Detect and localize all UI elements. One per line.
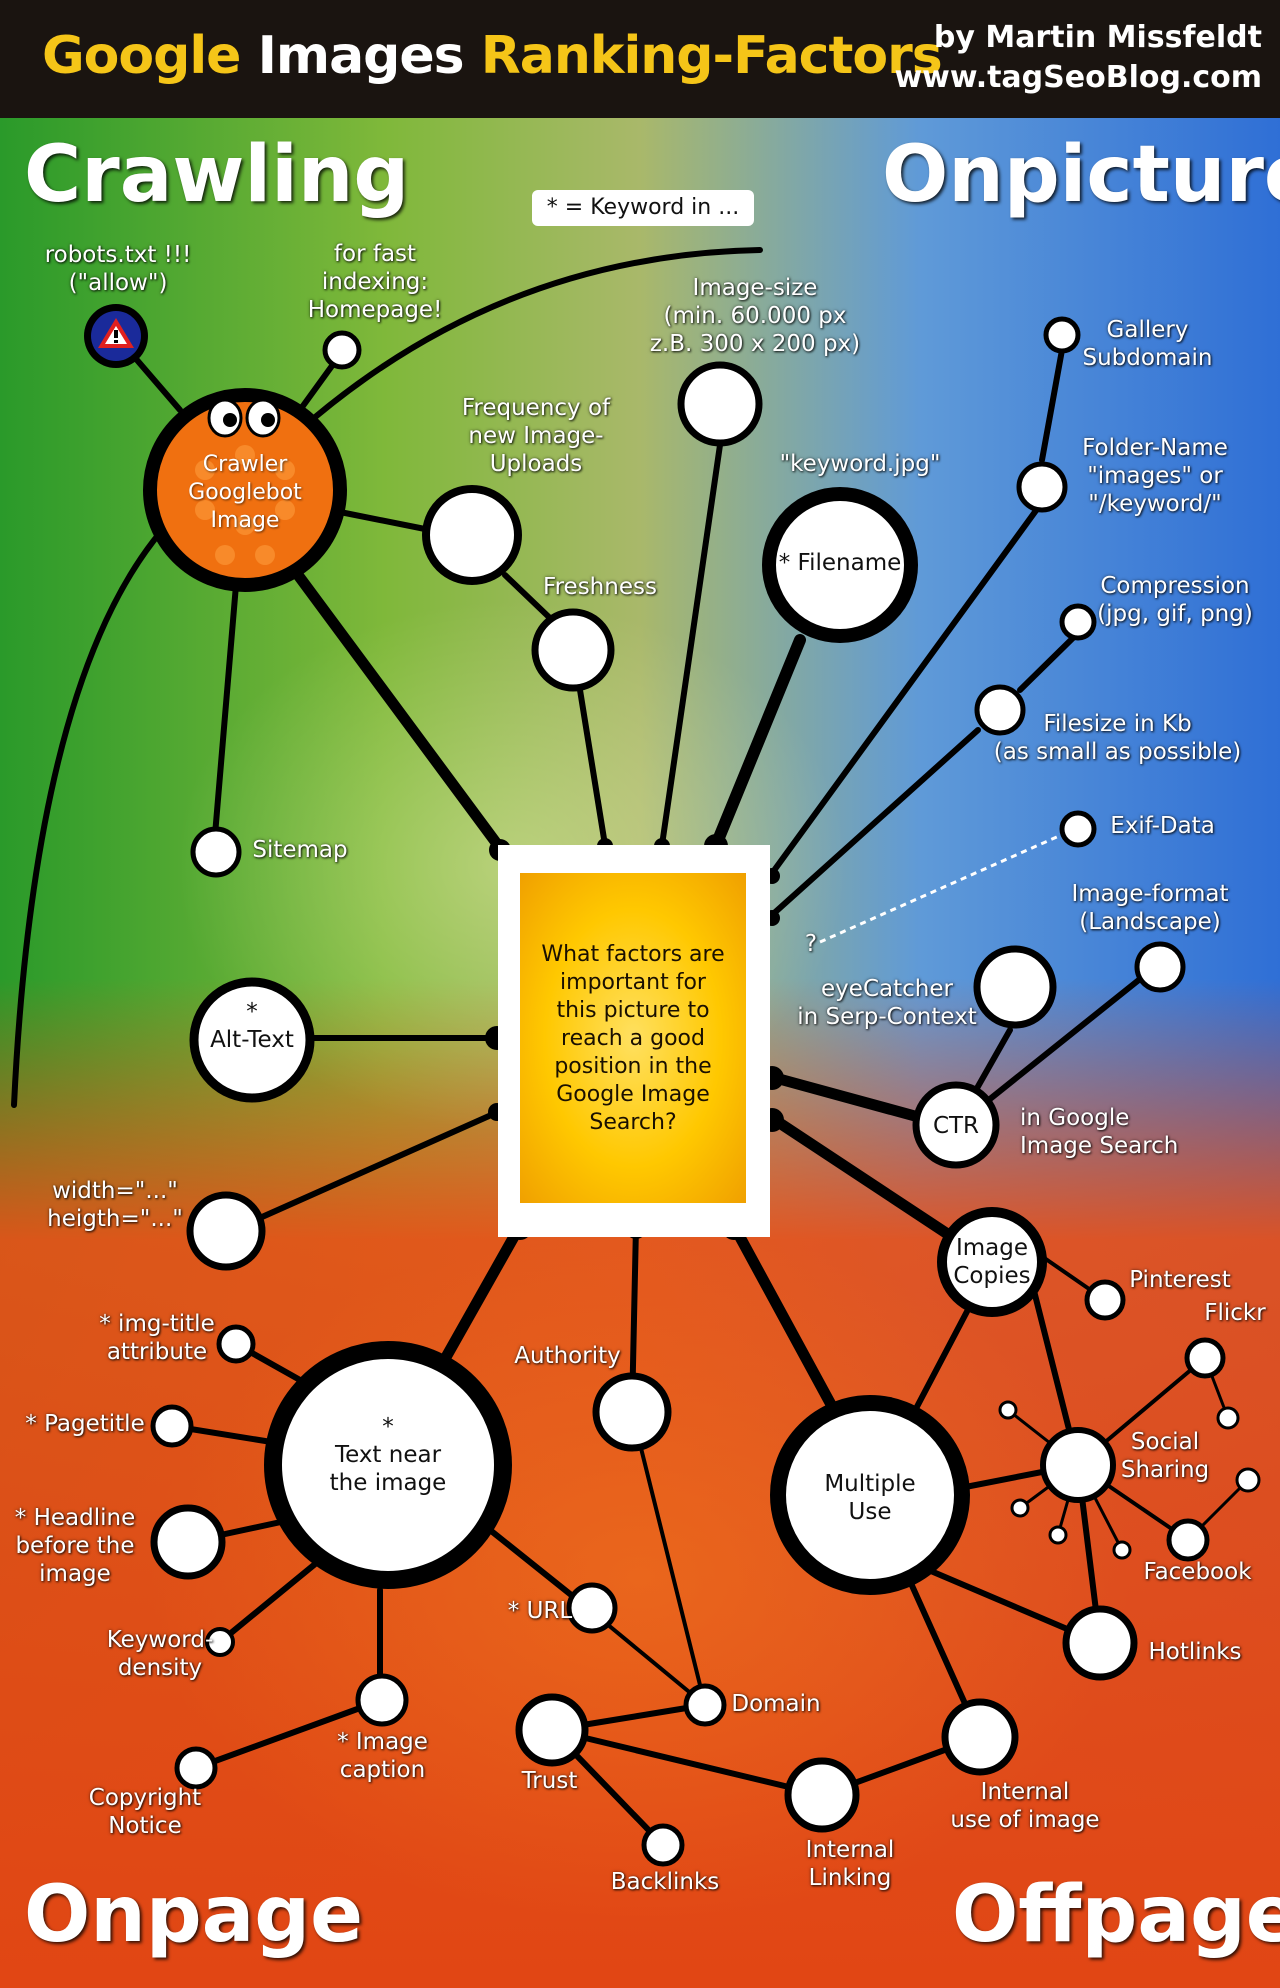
label-img-title: * img-title attribute	[99, 1311, 215, 1365]
filename-text: * Filename	[778, 550, 902, 576]
multiple-use-node	[770, 1395, 970, 1595]
label-trust: Trust	[521, 1768, 578, 1794]
label-compression: Compression (jpg, gif, png)	[1097, 573, 1253, 627]
label-robots: robots.txt !!! ("allow")	[44, 242, 192, 296]
label-authority: Authority	[514, 1343, 621, 1369]
title-word-google: Google	[42, 26, 241, 86]
page-title: Google Images Ranking-Factors	[42, 26, 943, 86]
exif-dashed-link	[819, 830, 1069, 944]
label-image-format: Image-format (Landscape)	[1071, 881, 1229, 935]
crawler-label: Crawler Googlebot Image	[188, 452, 302, 533]
label-exif: Exif-Data	[1110, 813, 1215, 839]
multiple-use-text: Multiple Use	[824, 1471, 916, 1525]
label-pinterest: Pinterest	[1129, 1267, 1231, 1293]
label-image-size: Image-size (min. 60.000 px z.B. 300 x 20…	[649, 275, 861, 357]
image-copies-text: Image Copies	[953, 1235, 1031, 1289]
label-eyecatcher: eyeCatcher in Serp-Context	[797, 976, 977, 1030]
alt-text-text: * Alt-Text	[210, 999, 294, 1053]
label-url: * URL	[507, 1598, 573, 1624]
keyword-note: * = Keyword in ...	[532, 190, 754, 226]
author-credit: by Martin Missfeldt www.tagSeoBlog.com	[894, 18, 1262, 98]
label-flickr: Flickr	[1204, 1300, 1266, 1326]
label-width-height: width="..." heigth="..."	[47, 1178, 183, 1232]
label-sitemap: Sitemap	[252, 837, 348, 863]
alt-text-node	[189, 977, 315, 1103]
crawler-node	[143, 388, 347, 592]
label-upload-frequency: Frequency of new Image- Uploads	[461, 395, 611, 477]
label-copyright: Copyright Notice	[88, 1785, 202, 1839]
label-headline: * Headline before the image	[14, 1505, 136, 1587]
label-keyword-density: Keyword- density	[106, 1627, 214, 1681]
label-facebook: Facebook	[1143, 1559, 1252, 1585]
label-backlinks: Backlinks	[610, 1869, 720, 1895]
label-folder-name: Folder-Name "images" or "/keyword/"	[1082, 435, 1228, 517]
label-fast-indexing: for fast indexing: Homepage!	[307, 241, 443, 323]
ctr-node	[912, 1081, 1000, 1169]
label-keyword-jpg: "keyword.jpg"	[779, 451, 941, 477]
crawl-arc-top	[297, 247, 763, 433]
filename-node	[762, 487, 918, 643]
label-domain: Domain	[731, 1691, 821, 1717]
text-near-image-text: * Text near the image	[329, 1414, 447, 1496]
center-question: What factors are important for this pict…	[541, 942, 725, 1135]
title-word-images: Images	[257, 26, 465, 86]
title-word-ranking-factors: Ranking-Factors	[480, 26, 943, 86]
label-internal-linking: Internal Linking	[805, 1837, 895, 1891]
label-image-caption: * Image caption	[337, 1729, 428, 1783]
label-gallery-subdomain: Gallery Subdomain	[1082, 317, 1213, 371]
label-in-google-image-search: in Google Image Search	[1020, 1105, 1179, 1159]
label-social-sharing: Social Sharing	[1120, 1429, 1210, 1483]
quadrant-offpage: Offpage	[952, 1870, 1280, 1960]
text-near-image-node	[264, 1341, 512, 1589]
label-hotlinks: Hotlinks	[1148, 1639, 1242, 1665]
quadrant-onpage: Onpage	[24, 1870, 364, 1960]
label-internal-use: Internal use of image	[950, 1779, 1100, 1833]
image-copies-node	[937, 1207, 1047, 1317]
warning-triangle-icon	[84, 304, 148, 368]
center-picture	[520, 873, 746, 1203]
author-website: www.tagSeoBlog.com	[894, 60, 1262, 95]
label-pagetitle: * Pagetitle	[25, 1411, 145, 1437]
crawler-eyes-icon	[207, 398, 281, 438]
ctr-text: CTR	[932, 1113, 980, 1139]
exif-question-mark: ?	[804, 931, 818, 957]
label-filesize: Filesize in Kb (as small as possible)	[993, 711, 1242, 765]
quadrant-crawling: Crawling	[24, 130, 410, 220]
quadrant-onpicture: Onpicture	[882, 130, 1280, 220]
header-bar	[0, 0, 1280, 118]
label-freshness: Freshness	[543, 574, 657, 600]
author-name: by Martin Missfeldt	[933, 20, 1262, 55]
